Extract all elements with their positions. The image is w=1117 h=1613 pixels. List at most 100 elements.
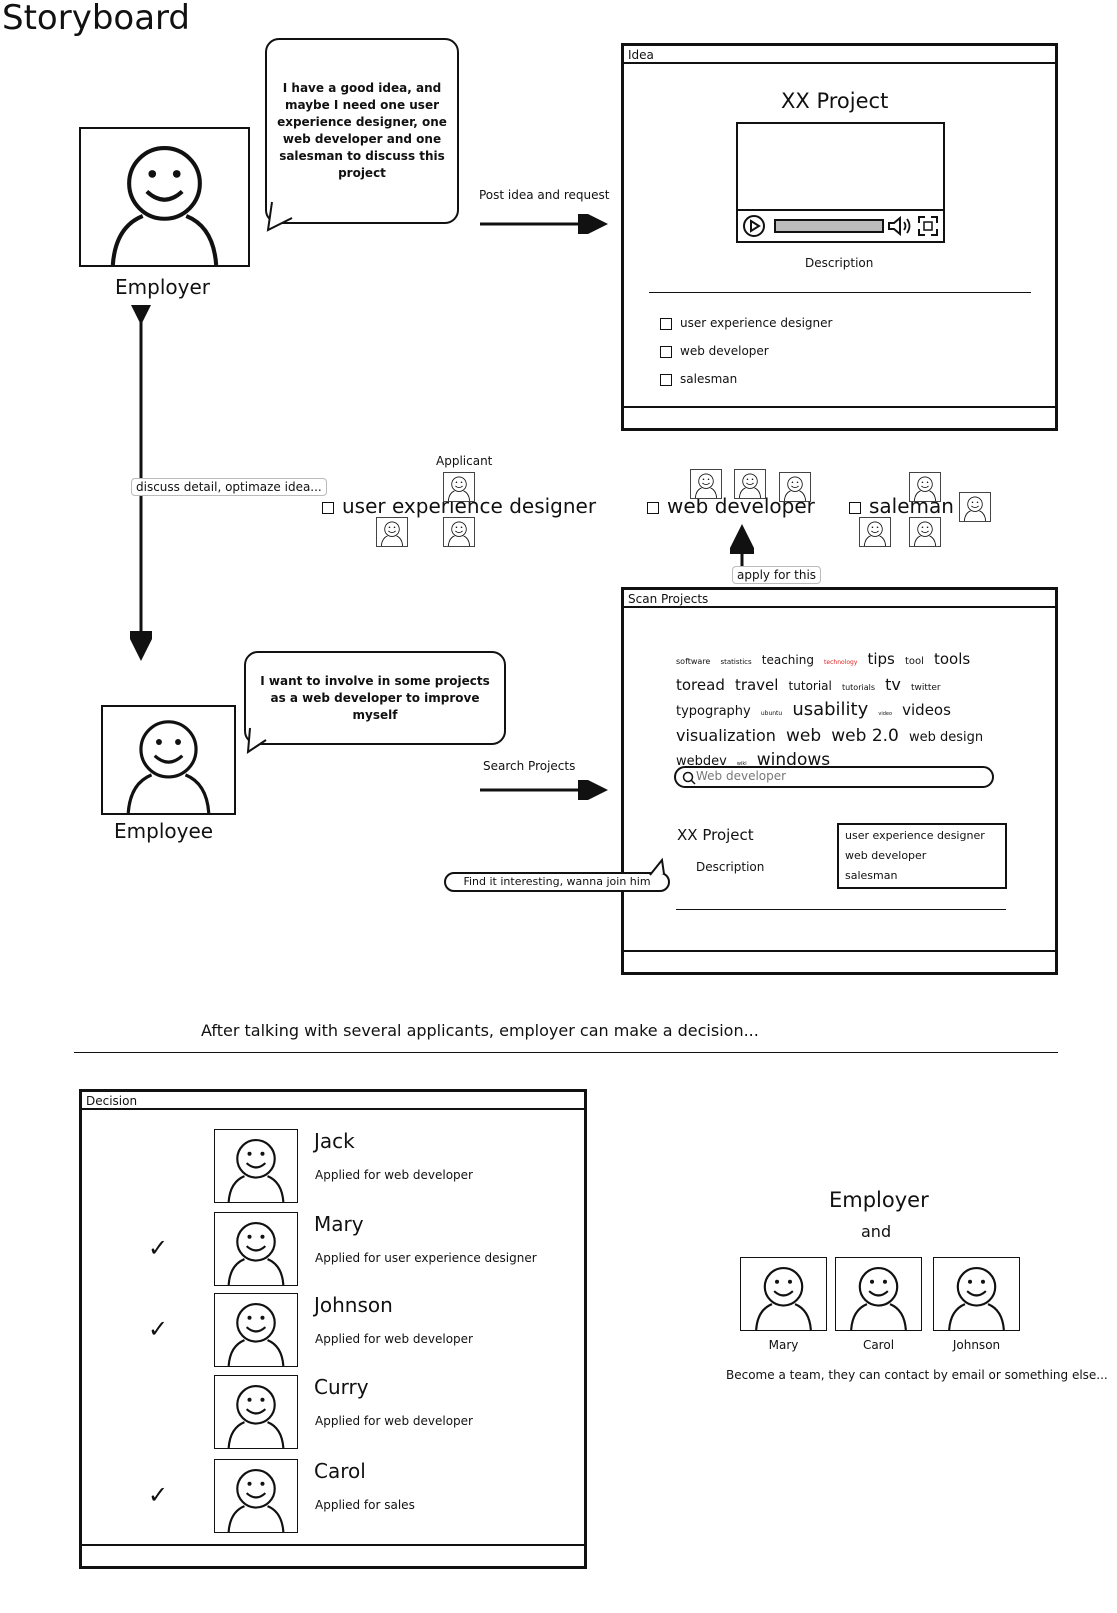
check-mark[interactable]: ✓ — [148, 1315, 169, 1343]
tag-cloud-item[interactable]: web — [786, 726, 822, 746]
applicant-avatar — [909, 517, 941, 547]
video-progress-bar[interactable] — [774, 219, 884, 233]
checkbox — [849, 501, 861, 514]
tag-cloud-item[interactable]: ubuntu — [760, 710, 783, 717]
search-icon — [682, 771, 696, 785]
fullscreen-icon[interactable] — [916, 214, 940, 238]
tag-cloud-item[interactable]: travel — [734, 676, 779, 694]
tag-cloud-item[interactable]: video — [878, 711, 893, 717]
checkbox[interactable] — [660, 373, 672, 386]
applicant-photo — [214, 1459, 298, 1533]
person-icon — [836, 1258, 921, 1330]
idea-window: Idea XX Project Description user experie… — [621, 43, 1058, 431]
applicant-avatar — [443, 517, 475, 547]
role-option[interactable]: web developer — [660, 344, 769, 358]
check-mark[interactable]: ✓ — [148, 1481, 169, 1509]
result-roles-box: user experience designer web developer s… — [837, 823, 1007, 889]
applicant-name: Johnson — [314, 1293, 393, 1317]
decision-intro: After talking with several applicants, e… — [201, 1021, 759, 1040]
idea-window-title: Idea — [624, 46, 1055, 64]
applicant-photo — [214, 1129, 298, 1203]
search-placeholder: Web developer — [696, 769, 787, 783]
applicant-photo — [214, 1293, 298, 1367]
tag-cloud-item[interactable]: visualization — [676, 726, 776, 745]
callout-tail — [649, 857, 665, 876]
check-mark[interactable]: ✓ — [148, 1234, 169, 1262]
employer-avatar — [79, 127, 250, 267]
tag-cloud-item[interactable]: wiki — [736, 761, 747, 767]
tag-cloud-item[interactable]: tv — [885, 675, 901, 694]
person-icon — [215, 1460, 297, 1532]
video-player[interactable] — [736, 122, 945, 243]
scan-projects-window: Scan Projects software statistics teachi… — [621, 587, 1058, 975]
tag-cloud-item[interactable]: statistics — [720, 658, 752, 666]
post-idea-label: Post idea and request — [479, 188, 610, 202]
tag-cloud-item[interactable]: web design — [908, 730, 984, 745]
applicant-photo — [214, 1375, 298, 1449]
tag-cloud-item[interactable]: videos — [902, 701, 951, 719]
person-icon — [81, 129, 248, 265]
checkbox — [322, 501, 334, 514]
speech-tail — [246, 727, 267, 754]
applicant-role: Applied for web developer — [315, 1414, 473, 1428]
page-title: Storyboard — [2, 0, 190, 38]
tag-cloud-item[interactable]: typography — [676, 704, 751, 719]
tag-cloud-item[interactable]: windows — [756, 750, 831, 770]
tag-cloud-item[interactable]: webdev — [676, 754, 727, 769]
applicant-avatar — [859, 517, 891, 547]
tag-cloud-item[interactable]: tool — [904, 656, 924, 667]
tag-cloud: software statistics teaching technology … — [676, 648, 996, 775]
employer-label: Employer — [115, 275, 210, 299]
play-icon[interactable] — [742, 214, 766, 238]
tag-cloud-item[interactable]: twitter — [910, 683, 941, 693]
tag-cloud-item[interactable]: web 2.0 — [831, 726, 899, 746]
employee-label: Employee — [114, 819, 214, 843]
tag-cloud-item[interactable]: toread — [676, 676, 725, 694]
tag-cloud-item[interactable]: tools — [933, 650, 971, 668]
applicant-role: Applied for web developer — [315, 1332, 473, 1346]
discuss-label: discuss detail, optimaze idea... — [131, 478, 327, 496]
tag-cloud-item[interactable]: usability — [792, 699, 869, 720]
result-project-title[interactable]: XX Project — [677, 826, 754, 844]
divider — [649, 292, 1031, 293]
search-projects-label: Search Projects — [483, 759, 576, 773]
tag-cloud-item[interactable]: tutorial — [788, 679, 832, 693]
search-input[interactable]: Web developer — [674, 766, 994, 788]
team-and: and — [861, 1222, 892, 1241]
join-callout: Find it interesting, wanna join him — [444, 872, 670, 892]
result-role[interactable]: salesman — [845, 869, 898, 882]
applicant-name: Jack — [314, 1129, 355, 1153]
role-option[interactable]: salesman — [660, 372, 737, 386]
applicant-avatar — [690, 469, 722, 499]
result-description: Description — [696, 860, 765, 874]
volume-icon[interactable] — [886, 214, 914, 238]
checkbox[interactable] — [660, 317, 672, 330]
applicant-photo — [214, 1212, 298, 1286]
idea-project-title: XX Project — [781, 89, 889, 113]
applicant-role: Applied for user experience designer — [315, 1251, 537, 1265]
person-icon — [215, 1294, 297, 1366]
window-footer — [624, 406, 1055, 428]
post-idea-arrow — [480, 214, 608, 234]
tag-cloud-item[interactable]: teaching — [761, 653, 814, 667]
applicant-avatar — [909, 472, 941, 502]
team-member-name: Mary — [768, 1338, 799, 1352]
role-option[interactable]: user experience designer — [660, 316, 832, 330]
tag-cloud-item[interactable]: software — [676, 657, 711, 666]
checkbox[interactable] — [660, 345, 672, 358]
idea-description: Description — [805, 256, 874, 270]
tag-cloud-item[interactable]: tutorials — [841, 683, 875, 692]
checkbox — [647, 501, 659, 514]
result-role[interactable]: web developer — [845, 849, 927, 862]
team-title: Employer — [829, 1188, 929, 1212]
person-icon — [215, 1213, 297, 1285]
tag-cloud-item[interactable]: tips — [867, 650, 895, 668]
result-role[interactable]: user experience designer — [845, 829, 985, 842]
window-footer — [82, 1544, 584, 1566]
tag-cloud-item[interactable]: technology — [824, 659, 858, 666]
